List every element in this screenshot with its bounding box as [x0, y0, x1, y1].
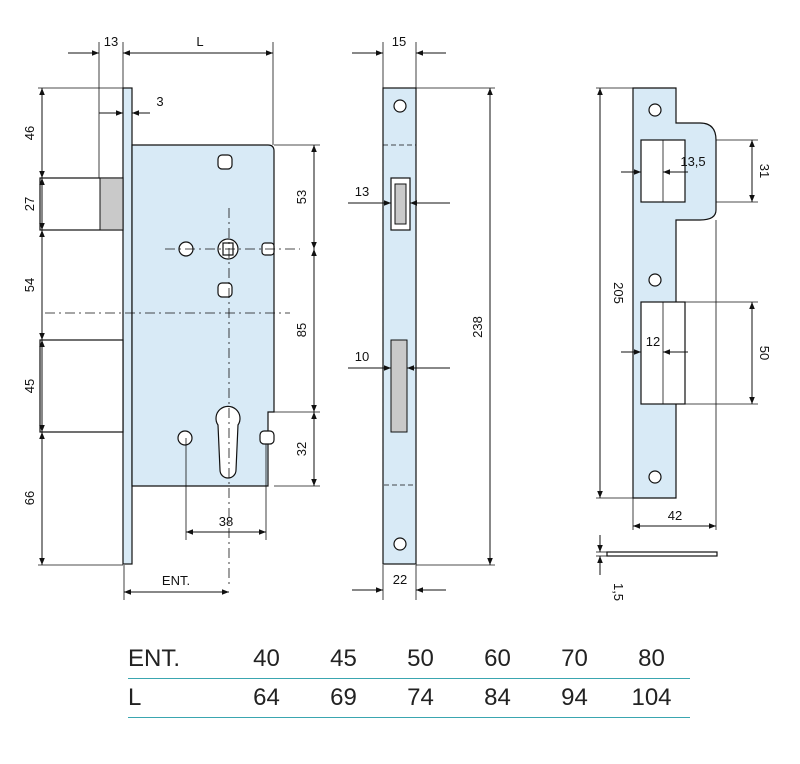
dim-L: L [196, 34, 203, 49]
dim-13-side: 13 [355, 184, 369, 199]
strike-bottom-hole [648, 470, 662, 484]
cylinder-hole [215, 405, 241, 479]
table-cell: 64 [253, 684, 280, 711]
dim-85: 85 [294, 323, 309, 337]
strike-edge-profile [606, 551, 718, 557]
row-label: L [128, 684, 142, 711]
dim-15: 15 [392, 34, 406, 49]
dim-12: 12 [646, 334, 660, 349]
dim-27: 27 [22, 197, 37, 211]
dim-ent: ENT. [162, 573, 190, 588]
side-bottom-screw [393, 537, 407, 551]
dim-13-top: 13 [104, 34, 118, 49]
table-cell: 60 [484, 645, 511, 672]
table-cell: 80 [638, 645, 665, 672]
top-hole [217, 154, 233, 170]
strike-mid-hole [648, 273, 662, 287]
dim-32: 32 [294, 442, 309, 456]
dim-205: 205 [611, 282, 626, 304]
dim-31: 31 [757, 164, 772, 178]
strike-top-hole [648, 103, 662, 117]
side-faceplate [382, 87, 417, 565]
lock-case [131, 144, 275, 487]
cylinder-left-hole [177, 430, 193, 446]
table-cell: 74 [407, 684, 434, 711]
side-top-screw [393, 99, 407, 113]
table-row: ENT. 40 45 50 60 70 80 [128, 640, 690, 679]
dim-46: 46 [22, 126, 37, 140]
row-label: ENT. [128, 645, 181, 672]
table-cell: 94 [561, 684, 588, 711]
lock-technical-drawing: 13 L 3 46 27 54 45 66 53 85 32 38 ENT. [22, 34, 772, 601]
table-cell: 70 [561, 645, 588, 672]
dim-66: 66 [22, 491, 37, 505]
table-cell: 84 [484, 684, 511, 711]
dim-10: 10 [355, 349, 369, 364]
dim-42: 42 [668, 508, 682, 523]
table-cell: 69 [330, 684, 357, 711]
strike-plate-view: 13,5 31 205 12 50 42 1,5 [596, 87, 772, 601]
latch-bolt-face [99, 177, 124, 231]
dim-54: 54 [22, 278, 37, 292]
cylinder-right-notch [259, 430, 275, 445]
front-view: 13 L 3 46 27 54 45 66 53 85 32 38 ENT. [22, 34, 320, 600]
table-cell: 40 [253, 645, 280, 672]
faceplate [122, 87, 133, 565]
dim-1-5: 1,5 [611, 583, 626, 601]
dim-38: 38 [219, 514, 233, 529]
table-row: L 64 69 74 84 94 104 [128, 679, 690, 718]
table-cell: 104 [631, 684, 672, 711]
side-view: 15 13 10 238 22 [348, 34, 495, 600]
table-cell: 45 [330, 645, 357, 672]
dim-53: 53 [294, 190, 309, 204]
dimension-table: ENT. 40 45 50 60 70 80 L 64 69 74 84 94 … [128, 640, 690, 718]
dead-bolt [39, 339, 124, 433]
latch-slot-inner [394, 183, 407, 225]
dim-50: 50 [757, 346, 772, 360]
mid-hole [217, 282, 233, 298]
dim-45: 45 [22, 379, 37, 393]
table-cell: 50 [407, 645, 434, 672]
bolt-slot [390, 339, 408, 433]
dim-22: 22 [393, 572, 407, 587]
dim-13-5: 13,5 [680, 154, 705, 169]
dim-238: 238 [470, 316, 485, 338]
dim-3: 3 [156, 94, 163, 109]
